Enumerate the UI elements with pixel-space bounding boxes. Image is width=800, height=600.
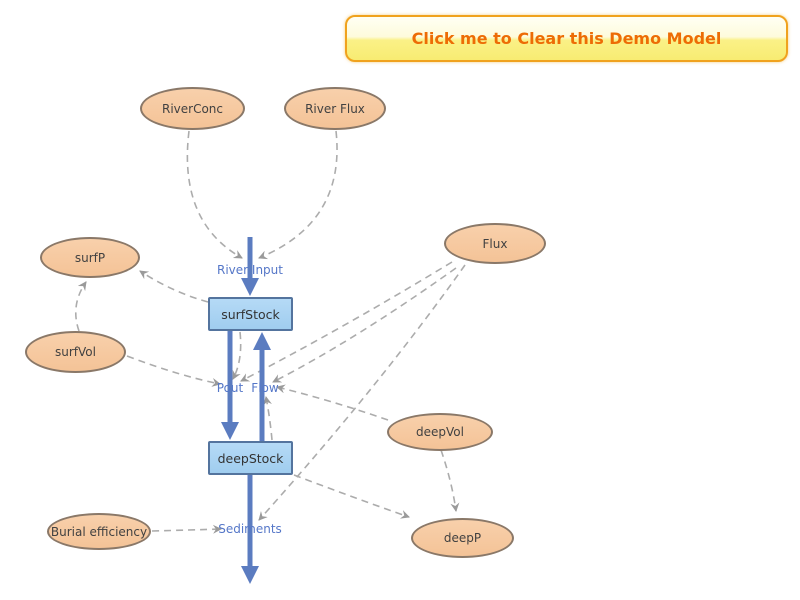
link-surfstock-to-pout[interactable] bbox=[232, 331, 242, 380]
flow-sediments-arrow[interactable] bbox=[241, 475, 259, 584]
stock-deepstock[interactable]: deepStock bbox=[208, 441, 293, 475]
clear-demo-model-button[interactable]: Click me to Clear this Demo Model bbox=[345, 15, 788, 62]
link-surfvol-to-surfp[interactable] bbox=[74, 281, 87, 332]
link-flux-to-pout[interactable] bbox=[240, 261, 453, 382]
stock-surfstock-label: surfStock bbox=[221, 306, 280, 322]
link-flux-to-sediments[interactable] bbox=[258, 264, 466, 521]
link-riverconc-to-riverinput[interactable] bbox=[186, 130, 243, 259]
variable-burial-efficiency[interactable]: Burial efficiency bbox=[47, 513, 151, 550]
link-surfstock-to-surfp[interactable] bbox=[139, 270, 209, 303]
link-surfvol-to-pout[interactable] bbox=[126, 355, 221, 387]
variable-river-flux-label: River Flux bbox=[305, 101, 365, 116]
variable-riverconc-label: RiverConc bbox=[161, 101, 223, 116]
variable-surfvol-label: surfVol bbox=[55, 345, 96, 359]
variable-burial-efficiency-label: Burial efficiency bbox=[50, 524, 148, 539]
flow-label-flow[interactable]: Flow bbox=[251, 380, 279, 395]
link-riverflux-to-riverinput[interactable] bbox=[258, 130, 338, 260]
link-deepstock-to-flow[interactable] bbox=[263, 396, 273, 441]
variable-flux-label: Flux bbox=[482, 236, 508, 251]
link-deepvol-to-flow[interactable] bbox=[276, 384, 389, 421]
link-flux-to-flow[interactable] bbox=[272, 267, 457, 383]
variable-deepp[interactable]: deepP bbox=[411, 518, 514, 558]
flow-label-river-input[interactable]: River Input bbox=[217, 262, 283, 277]
variable-surfp-label: surfP bbox=[74, 250, 106, 265]
link-deepstock-to-deepp[interactable] bbox=[293, 474, 410, 519]
variable-flux[interactable]: Flux bbox=[444, 223, 546, 264]
stock-surfstock[interactable]: surfStock bbox=[208, 297, 293, 331]
flow-label-sediments[interactable]: Sediments bbox=[218, 521, 282, 536]
stock-deepstock-label: deepStock bbox=[217, 450, 284, 466]
variable-river-flux[interactable]: River Flux bbox=[284, 87, 386, 130]
variable-deepp-label: deepP bbox=[443, 531, 482, 545]
variable-surfp[interactable]: surfP bbox=[40, 237, 140, 278]
flow-pout-arrow[interactable] bbox=[221, 331, 239, 440]
variable-deepvol[interactable]: deepVol bbox=[387, 413, 493, 451]
link-burial-to-sediments[interactable] bbox=[151, 524, 222, 534]
flow-label-pout[interactable]: Pout bbox=[216, 380, 244, 395]
flow-flow-arrow[interactable] bbox=[253, 332, 271, 441]
variable-riverconc[interactable]: RiverConc bbox=[140, 87, 245, 130]
variable-deepvol-label: deepVol bbox=[416, 425, 464, 439]
variable-surfvol[interactable]: surfVol bbox=[25, 331, 126, 373]
flow-river-input-arrow[interactable] bbox=[241, 237, 259, 296]
link-deepvol-to-deepp[interactable] bbox=[440, 449, 460, 512]
